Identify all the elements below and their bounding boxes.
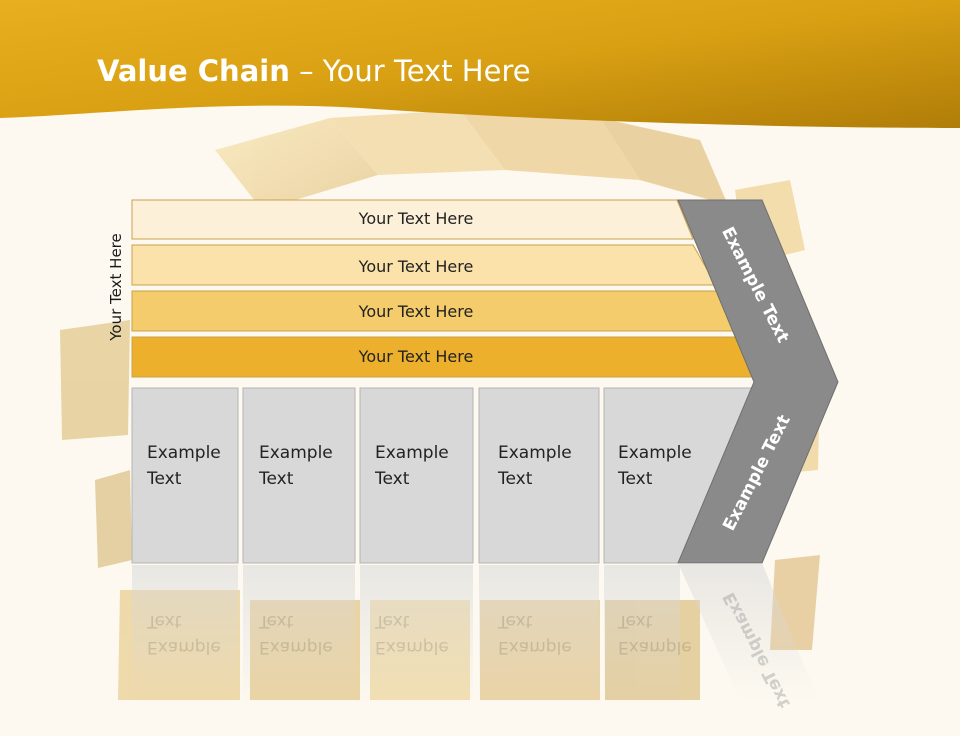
column-box-reflection-3 (360, 565, 473, 705)
column-box-1 (131, 387, 239, 564)
column-boxes-group (131, 387, 757, 705)
row-bars-group (131, 199, 764, 378)
slide-background (0, 0, 960, 705)
row-label-2: Your Text Here (358, 257, 474, 276)
column-box-2 (242, 387, 356, 564)
vertical-axis-label: Your Text Here (107, 233, 125, 341)
chevron-arrow (677, 199, 839, 564)
row-label-3: Your Text Here (358, 302, 474, 321)
row-label-1: Your Text Here (358, 209, 474, 228)
column-box-reflection-4 (479, 565, 599, 705)
slide-title: Value Chain – Your Text Here (97, 54, 531, 88)
column-box-reflection-1 (132, 565, 238, 705)
row-bar-1 (131, 199, 694, 240)
column-box-4 (478, 387, 600, 564)
column-box-3 (359, 387, 474, 564)
chevron-arrow-reflection (678, 563, 818, 700)
column-box-reflection-2 (243, 565, 355, 705)
column-box-reflection-5 (604, 565, 680, 705)
header-band (0, 0, 960, 128)
row-label-4: Your Text Here (358, 347, 474, 366)
